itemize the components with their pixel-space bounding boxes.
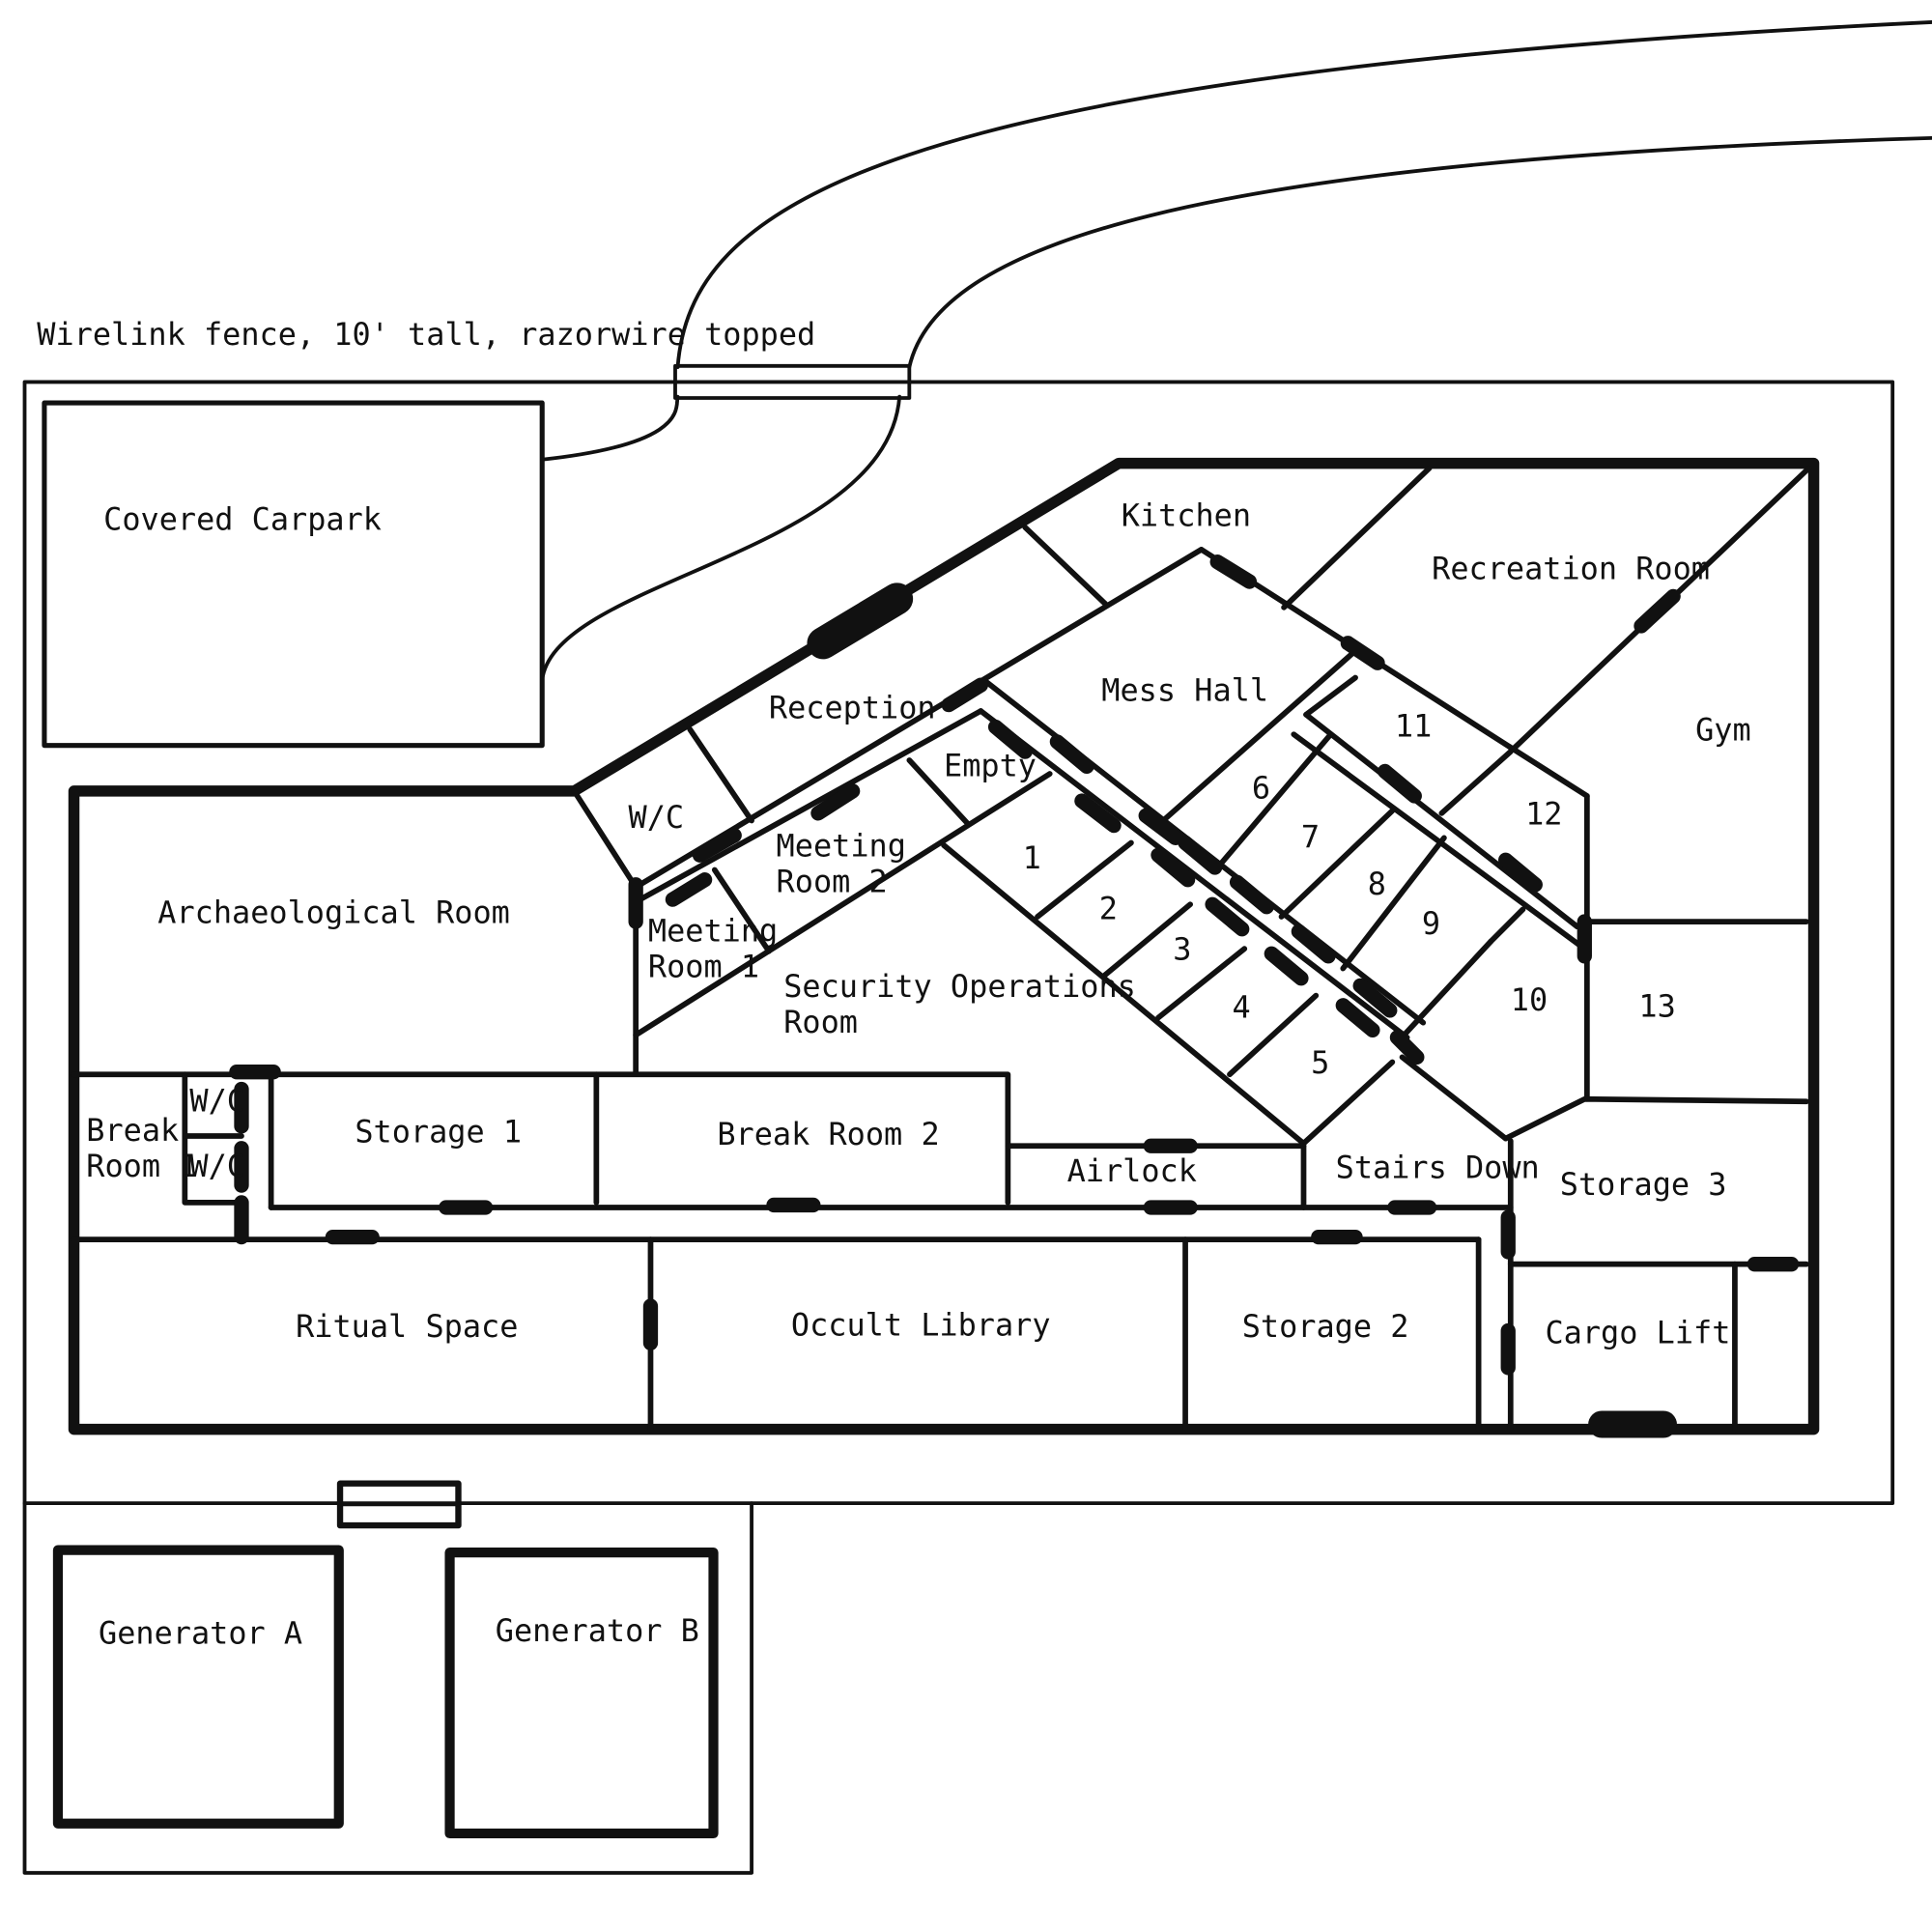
cell-1-label: 1 — [1023, 839, 1041, 876]
cargo-lift-label: Cargo Lift — [1545, 1314, 1730, 1350]
door-kitchen-mess — [1209, 554, 1258, 589]
break-room-1-label-line1: Break — [86, 1112, 179, 1149]
labels: Wirelink fence, 10' tall, razorwire topp… — [37, 316, 1750, 1651]
door-cell-6 — [1178, 835, 1223, 875]
security-operations-label-line2: Room — [783, 1004, 858, 1040]
mess-hall-label: Mess Hall — [1101, 672, 1268, 709]
cell-8-label: 8 — [1368, 866, 1386, 902]
cell-13-label: 13 — [1638, 987, 1675, 1024]
door-corridor-a — [987, 719, 1033, 759]
storage-3-label: Storage 3 — [1560, 1166, 1727, 1203]
recreation-room-label: Recreation Room — [1432, 550, 1710, 586]
door-cell-end — [1389, 1030, 1425, 1065]
storage-2-label: Storage 2 — [1242, 1308, 1409, 1345]
door-meeting-1 — [665, 872, 713, 907]
door-meeting-2 — [810, 783, 861, 821]
door-cell-5 — [1264, 946, 1309, 986]
door-cell-3 — [1151, 847, 1196, 888]
access-road — [540, 20, 1932, 682]
door-cell-4 — [1205, 896, 1250, 937]
fence-note: Wirelink fence, 10' tall, razorwire topp… — [37, 316, 815, 353]
building-exterior-walls — [68, 457, 1820, 1435]
security-operations-label-line1: Security Operations — [783, 968, 1136, 1005]
carpark-driveway — [540, 394, 680, 462]
meeting-room-1-label-line2: Room 1 — [648, 948, 759, 984]
generator-a-label: Generator A — [99, 1615, 302, 1652]
door-reception — [941, 677, 988, 713]
door-cell-9 — [1335, 998, 1380, 1037]
covered-carpark-label: Covered Carpark — [103, 500, 382, 537]
door-corridor-b — [1049, 734, 1094, 775]
empty-room-label: Empty — [944, 748, 1037, 784]
archaeological-room-label: Archaeological Room — [157, 894, 510, 930]
break-room-1-label-line2: Room 1 — [86, 1148, 197, 1184]
door-cell-1 — [1074, 793, 1122, 834]
main-entrance-door — [807, 582, 914, 660]
door-cell-10 — [1352, 978, 1398, 1018]
cell-12-label: 12 — [1525, 795, 1562, 832]
wc-main-label: W/C — [629, 799, 685, 836]
door-cell-2 — [1138, 808, 1183, 845]
break-room-2-label: Break Room 2 — [717, 1116, 939, 1152]
generator-a-outline — [52, 1545, 344, 1829]
reception-label: Reception — [769, 690, 936, 726]
ritual-space-label: Ritual Space — [296, 1308, 518, 1345]
cell-5-label: 5 — [1311, 1044, 1329, 1081]
north-gate[interactable] — [673, 363, 912, 400]
doors[interactable] — [229, 554, 1800, 1438]
door-cell-12 — [1498, 852, 1543, 893]
airlock-label: Airlock — [1067, 1152, 1197, 1189]
door-cell-7 — [1229, 874, 1274, 915]
occult-library-label: Occult Library — [791, 1307, 1051, 1344]
cell-4-label: 4 — [1233, 989, 1251, 1026]
cell-7-label: 7 — [1301, 819, 1320, 856]
carpark-driveway-2 — [540, 394, 902, 682]
door-gym — [1634, 588, 1681, 634]
cell-2-label: 2 — [1099, 891, 1118, 927]
kitchen-label: Kitchen — [1122, 497, 1251, 534]
meeting-room-2-label-line1: Meeting — [777, 827, 906, 864]
door-cell-11 — [1378, 763, 1422, 804]
perimeter-fence — [22, 380, 1895, 1875]
door-cell-8 — [1291, 923, 1336, 964]
cell-3-label: 3 — [1173, 931, 1191, 968]
cell-6-label: 6 — [1252, 770, 1270, 807]
cell-11-label: 11 — [1395, 708, 1432, 745]
generator-b-label: Generator B — [496, 1612, 699, 1649]
wc-lower-label: W/C — [189, 1148, 245, 1184]
south-gate[interactable] — [336, 1480, 462, 1529]
covered-carpark-outline — [42, 400, 545, 749]
storage-1-label: Storage 1 — [355, 1113, 522, 1150]
cell-10-label: 10 — [1511, 981, 1548, 1018]
meeting-room-1-label-line1: Meeting — [648, 912, 778, 949]
door-wc — [692, 828, 742, 863]
generator-b-outline — [444, 1548, 719, 1839]
door-recreation — [1340, 636, 1385, 670]
meeting-room-2-label-line2: Room 2 — [777, 863, 888, 899]
wc-upper-label: W/C — [189, 1083, 245, 1120]
stairs-down-label: Stairs Down — [1336, 1149, 1540, 1185]
cell-9-label: 9 — [1422, 905, 1440, 942]
interior-walls — [71, 465, 1812, 1433]
gym-label: Gym — [1695, 712, 1751, 749]
